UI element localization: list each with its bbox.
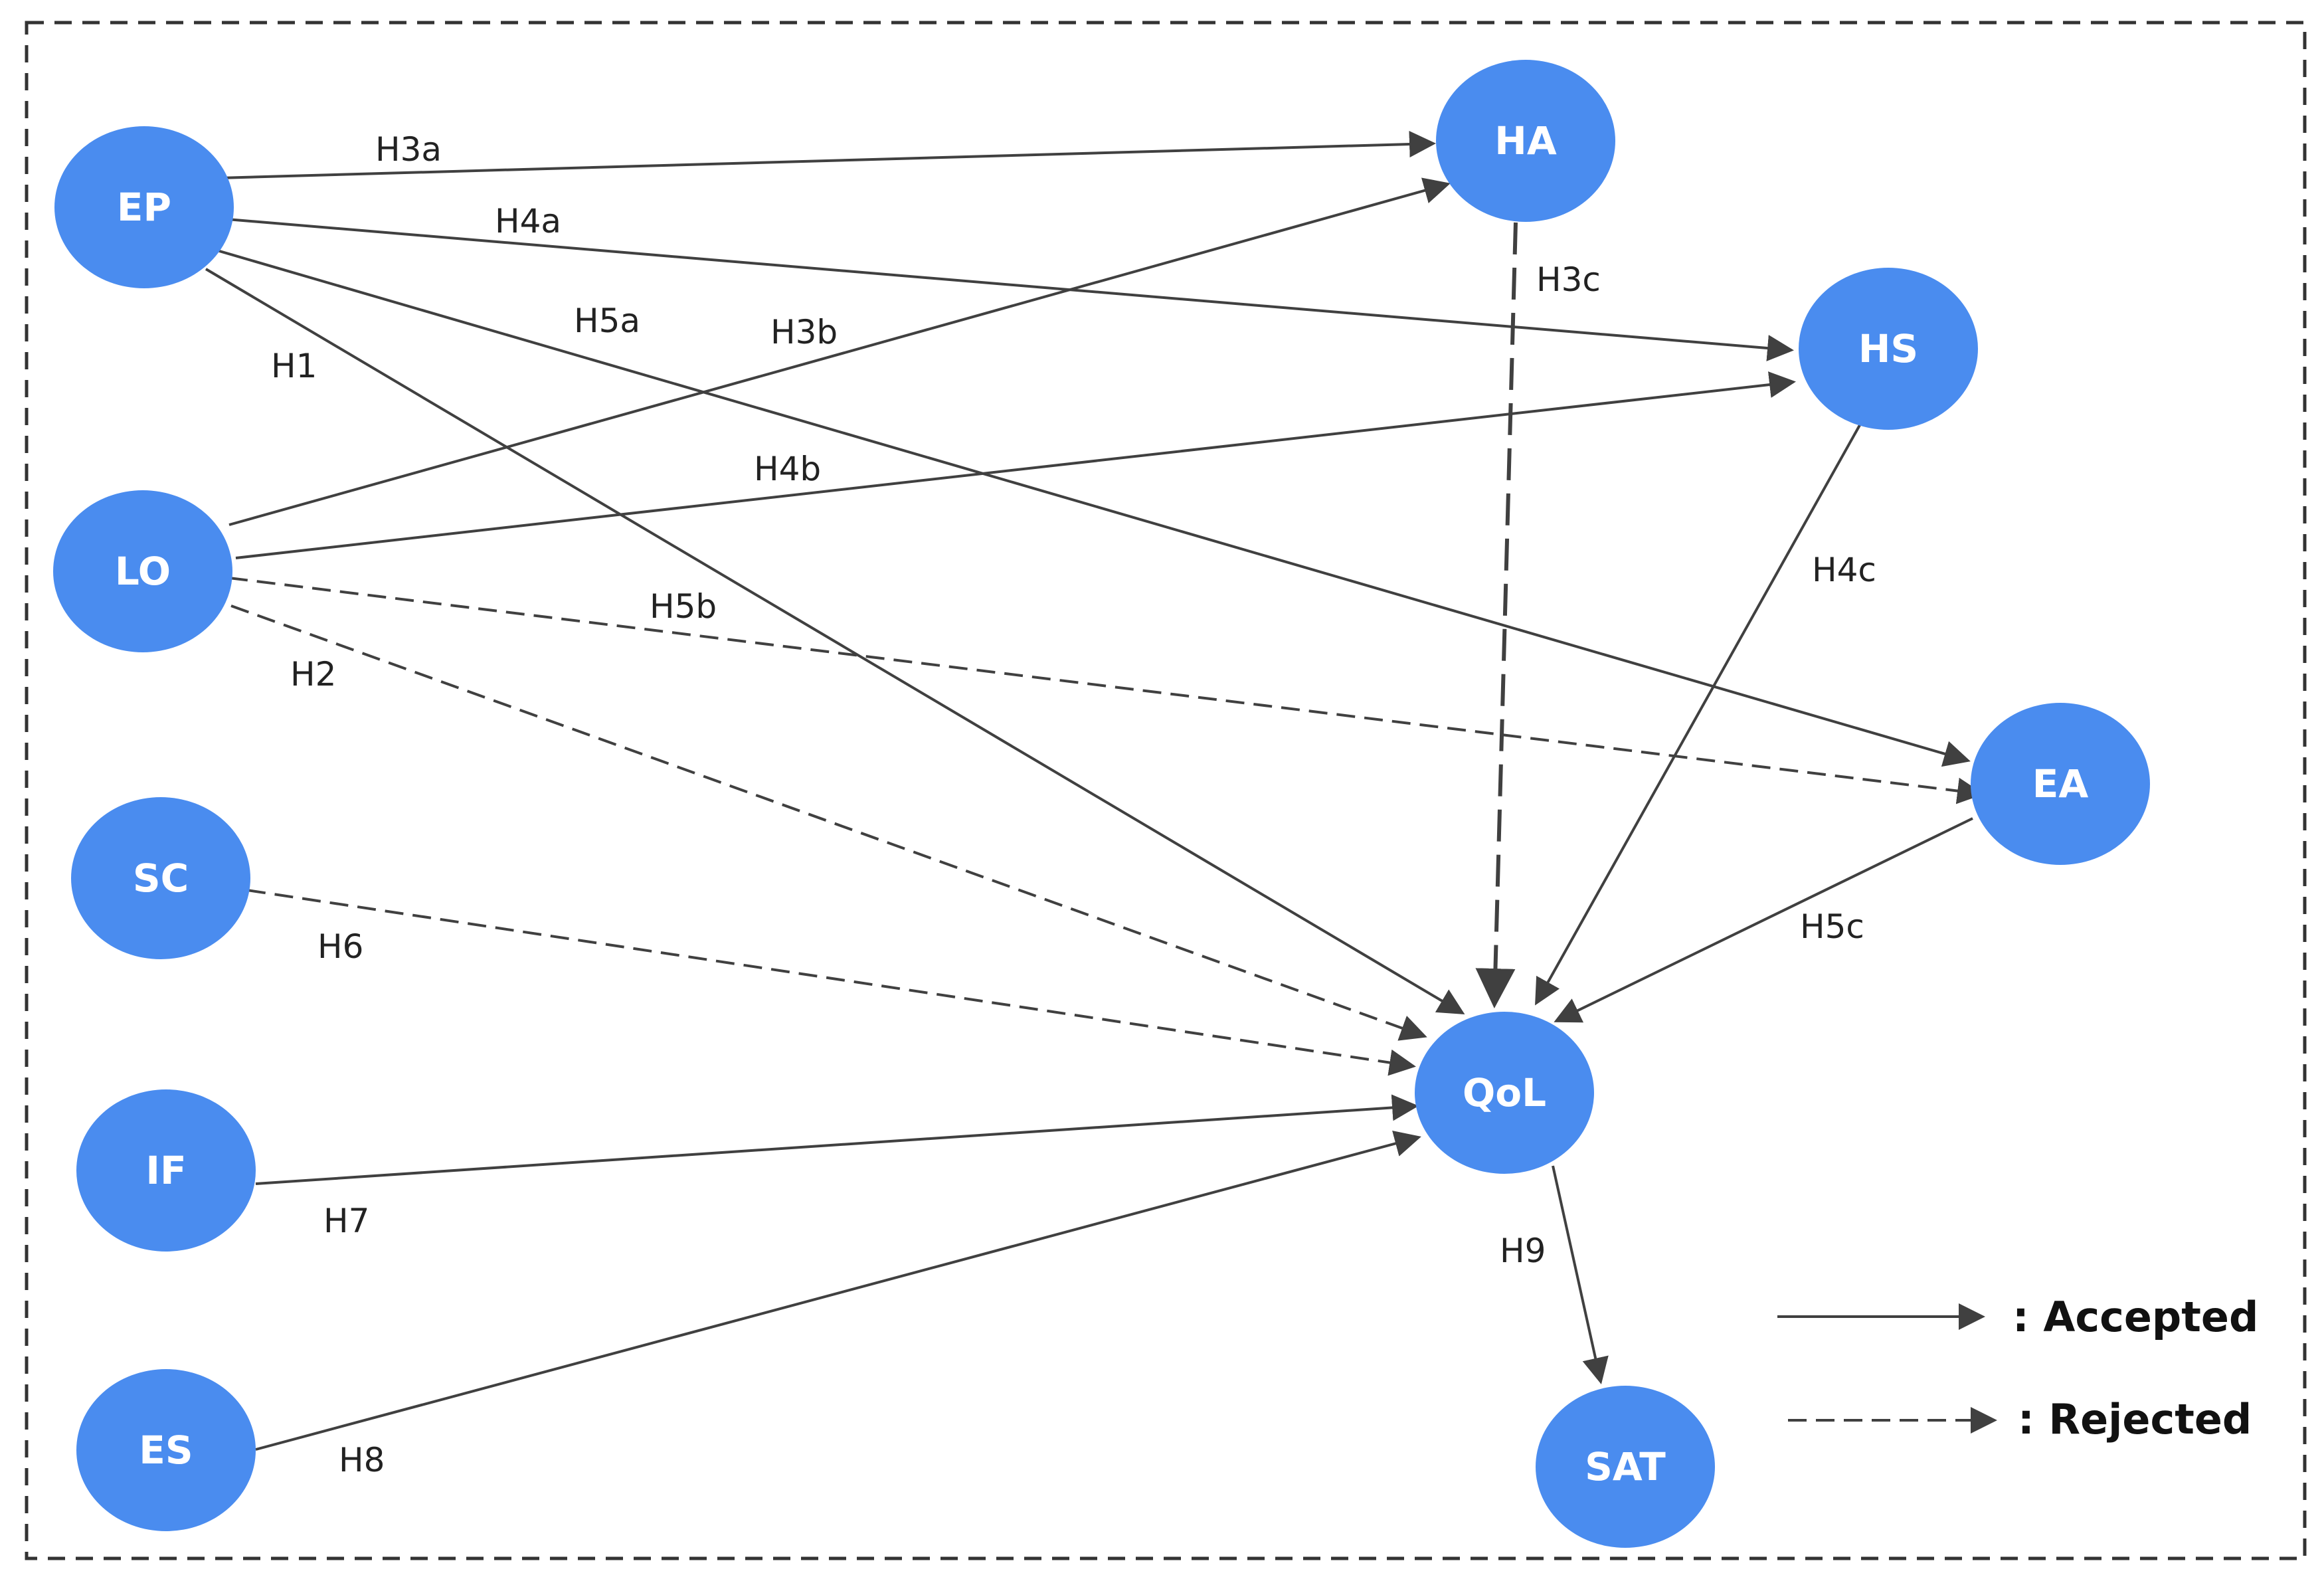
edge-label-h3c: H3c — [1536, 260, 1601, 299]
edge-label-h3b: H3b — [770, 313, 838, 351]
node-sc: SC — [71, 797, 250, 959]
edge-label-h2: H2 — [290, 655, 336, 694]
node-label-qol: QoL — [1463, 1070, 1546, 1115]
edge-h5a-accepted — [217, 249, 1971, 767]
edge-h3b-accepted — [228, 177, 1451, 526]
node-circle-ep — [54, 126, 234, 288]
edge-h5c-accepted — [1554, 817, 1973, 1023]
nodes-layer: EP LO SC IF ES HA HS EA QoL SAT — [53, 60, 2150, 1548]
node-circle-hs — [1799, 268, 1978, 430]
node-circle-es — [76, 1369, 256, 1531]
edge-h1-accepted — [205, 268, 1465, 1015]
legend: : Accepted : Rejected — [1777, 1293, 2258, 1444]
node-label-sat: SAT — [1585, 1444, 1666, 1489]
node-circle-if — [76, 1089, 256, 1252]
node-label-hs: HS — [1858, 326, 1918, 371]
edge-h6-rejected — [246, 889, 1416, 1076]
node-label-lo: LO — [115, 549, 171, 594]
legend-rejected-label: : Rejected — [2018, 1395, 2252, 1444]
edge-label-h4c: H4c — [1812, 551, 1876, 589]
node-circle-sat — [1536, 1386, 1715, 1548]
node-label-if: IF — [145, 1148, 186, 1193]
edge-label-h4a: H4a — [495, 202, 561, 240]
legend-accepted-label: : Accepted — [2012, 1293, 2258, 1341]
edge-label-h7: H7 — [323, 1202, 369, 1240]
node-sat: SAT — [1536, 1386, 1715, 1548]
edge-h3a-accepted — [219, 131, 1436, 179]
node-label-es: ES — [139, 1428, 193, 1473]
edge-label-h4b: H4b — [754, 450, 821, 488]
edge-label-h5b: H5b — [650, 587, 717, 626]
edge-label-h9: H9 — [1500, 1232, 1546, 1270]
node-ep: EP — [54, 126, 234, 288]
edge-h8-accepted — [255, 1131, 1421, 1451]
node-hs: HS — [1799, 268, 1978, 430]
diagram-frame — [25, 21, 2307, 1560]
node-es: ES — [76, 1369, 256, 1531]
node-circle-qol — [1415, 1012, 1594, 1174]
edge-h4b-accepted — [235, 371, 1796, 559]
edges-layer — [205, 131, 1984, 1451]
node-label-ep: EP — [117, 185, 171, 230]
edge-h9-accepted — [1552, 1165, 1609, 1384]
node-ha: HA — [1436, 60, 1615, 222]
node-lo: LO — [53, 490, 232, 652]
node-qol: QoL — [1415, 1012, 1594, 1174]
edge-label-h5c: H5c — [1800, 907, 1864, 946]
edge-h2-rejected — [230, 605, 1427, 1041]
node-label-sc: SC — [133, 856, 189, 901]
edge-label-h5a: H5a — [574, 302, 640, 340]
node-label-ha: HA — [1494, 118, 1557, 163]
edge-h5b-rejected — [228, 577, 1984, 804]
node-circle-ea — [1971, 703, 2150, 865]
edge-h4a-accepted — [226, 218, 1794, 361]
edge-h4c-accepted — [1535, 424, 1861, 1006]
edge-h7-accepted — [255, 1094, 1419, 1185]
node-label-ea: EA — [2032, 761, 2089, 806]
edge-label-h6: H6 — [317, 927, 363, 966]
node-if: IF — [76, 1089, 256, 1252]
edge-label-h1: H1 — [271, 347, 317, 385]
edge-label-h8: H8 — [339, 1441, 385, 1479]
node-circle-ha — [1436, 60, 1615, 222]
node-ea: EA — [1971, 703, 2150, 865]
edge-label-h3a: H3a — [375, 130, 442, 169]
node-circle-lo — [53, 490, 232, 652]
node-circle-sc — [71, 797, 250, 959]
edge-h3c-rejected — [1475, 222, 1518, 1008]
